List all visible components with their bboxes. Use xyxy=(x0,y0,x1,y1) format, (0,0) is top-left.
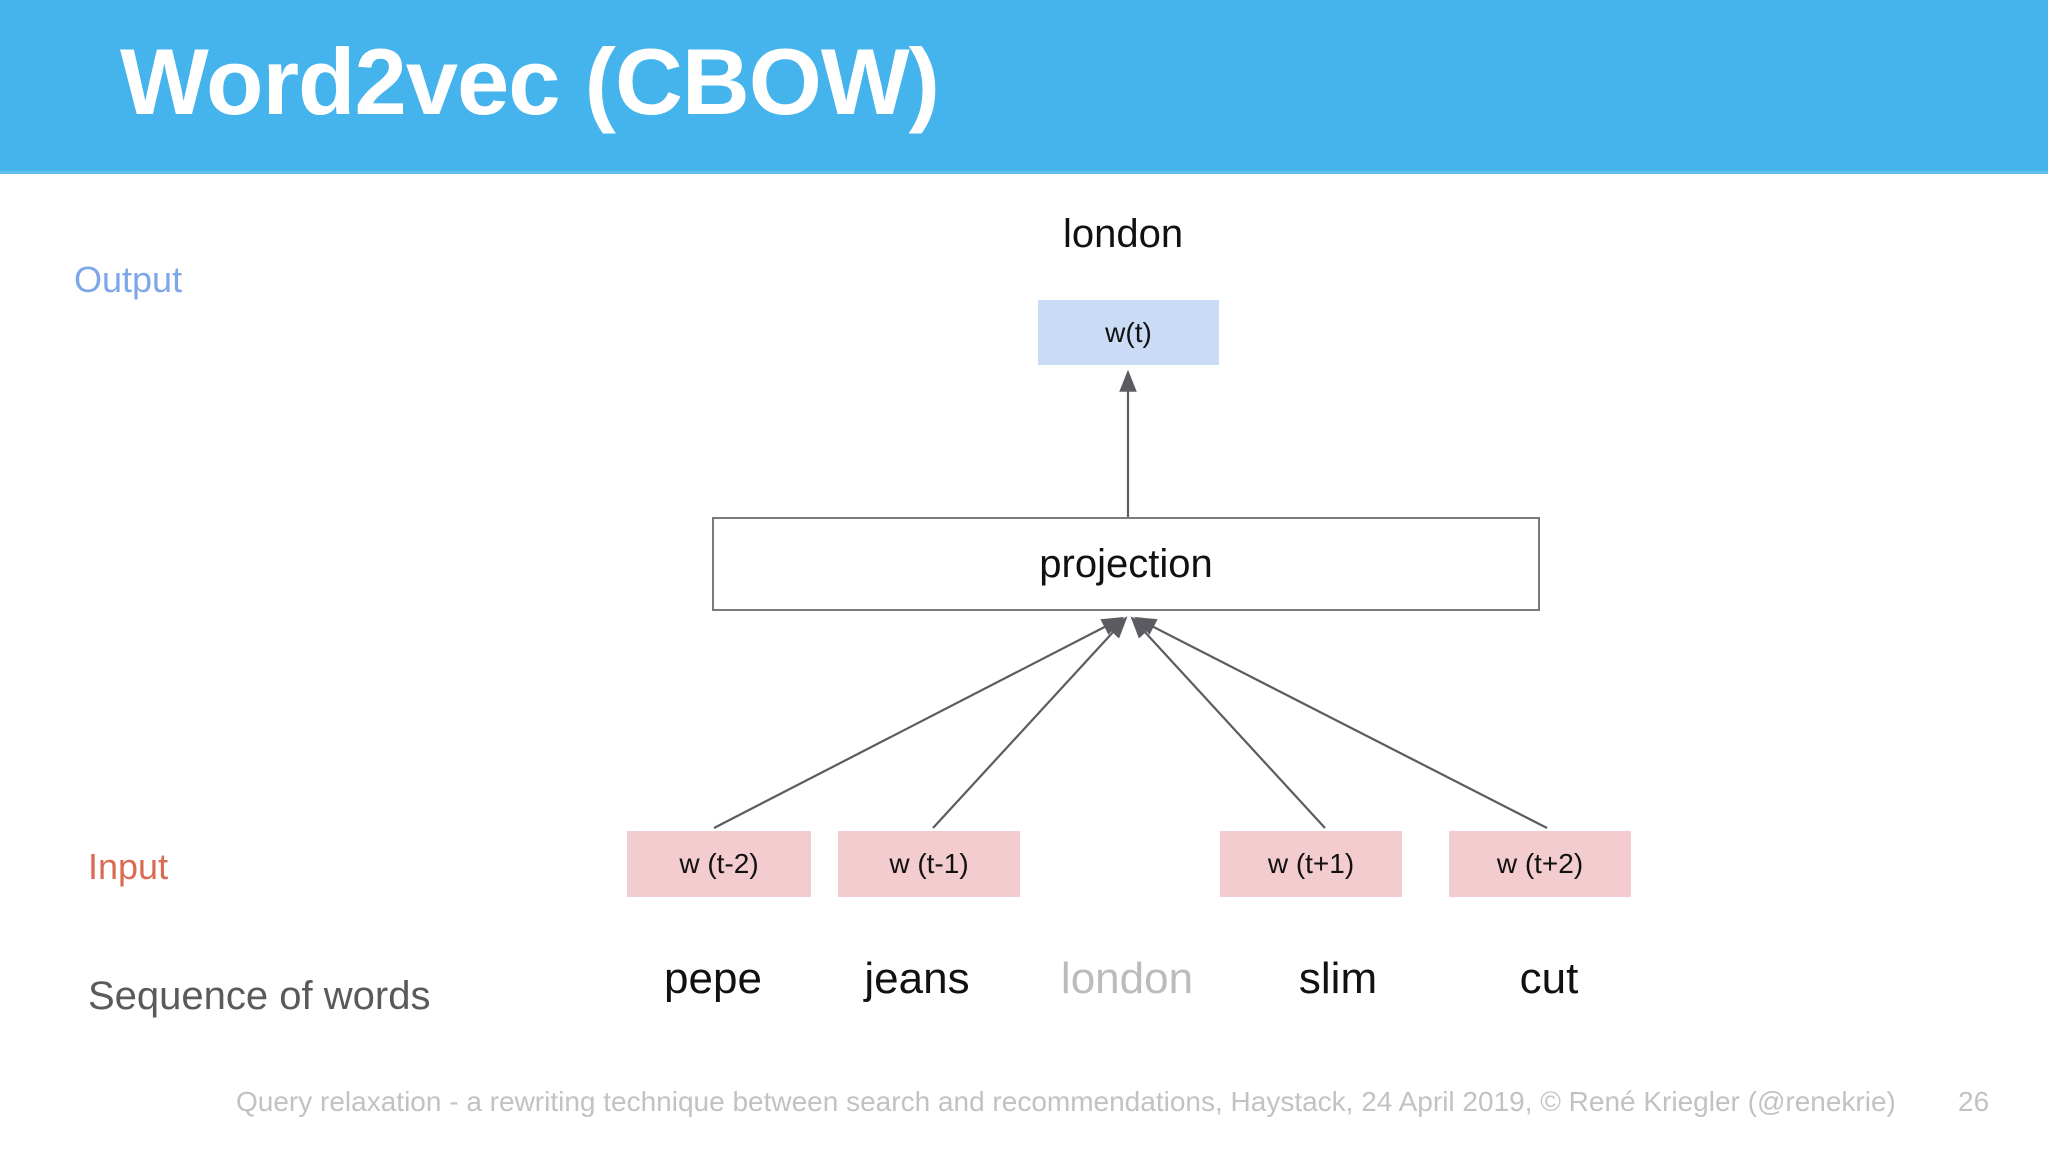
input-node-w-t-plus-2: w (t+2) xyxy=(1449,831,1631,897)
footer-attribution: Query relaxation - a rewriting technique… xyxy=(236,1086,1896,1117)
output-node-wt: w(t) xyxy=(1038,300,1219,365)
sequence-row-label: Sequence of words xyxy=(88,974,431,1018)
input-node-w-t-minus-2: w (t-2) xyxy=(627,831,811,897)
edge-wt-plus1-to-projection xyxy=(1130,616,1326,829)
input-row-label: Input xyxy=(88,846,169,887)
sequence-word: slim xyxy=(1298,954,1378,1003)
page-number: 26 xyxy=(1958,1086,1990,1117)
projection-node: projection xyxy=(712,517,1540,611)
input-node-label: w (t+2) xyxy=(1496,848,1584,879)
page-title: Word2vec (CBOW) xyxy=(120,29,940,134)
input-node-label: w (t-1) xyxy=(889,848,969,879)
sequence-word: cut xyxy=(1519,954,1579,1003)
edge-wt1-to-projection xyxy=(932,616,1128,829)
output-row-label: Output xyxy=(74,259,183,300)
edge-wt-plus2-to-projection xyxy=(1134,616,1548,829)
sequence-word-masked: london xyxy=(1060,954,1194,1003)
sequence-word: jeans xyxy=(864,954,970,1003)
banner-underline xyxy=(0,171,2048,174)
input-node-label: w (t+1) xyxy=(1267,848,1355,879)
sequence-word: pepe xyxy=(664,954,762,1003)
projection-node-label: projection xyxy=(1039,541,1213,586)
input-node-w-t-minus-1: w (t-1) xyxy=(838,831,1020,897)
input-node-w-t-plus-1: w (t+1) xyxy=(1220,831,1402,897)
input-node-label: w (t-2) xyxy=(679,848,759,879)
edge-wt2-to-projection xyxy=(713,616,1124,829)
diagram-canvas: Output Input Sequence of words london w(… xyxy=(0,174,2048,1152)
output-node-label: w(t) xyxy=(1105,316,1152,348)
slide-footer: Query relaxation - a rewriting technique… xyxy=(0,1072,2048,1152)
target-word-label: london xyxy=(1063,212,1184,256)
title-banner: Word2vec (CBOW) xyxy=(0,0,2048,174)
